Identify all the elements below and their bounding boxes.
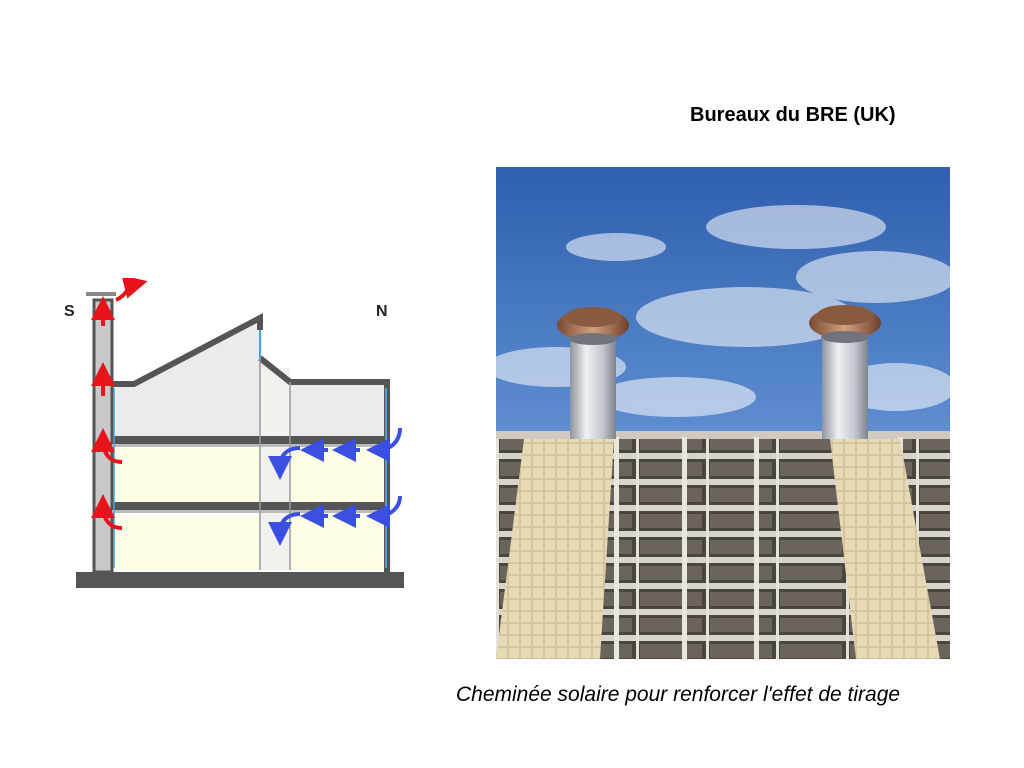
cool-air-arrow [268, 512, 301, 546]
atrium [260, 368, 290, 570]
warm-air-intake-arrow [91, 494, 123, 530]
roof-edge [496, 431, 950, 439]
ground-slab [76, 572, 404, 588]
cool-air-inlet-arrow [366, 427, 402, 462]
ventilation-section-diagram: S N [64, 278, 404, 588]
roof-space [114, 318, 390, 438]
glass-block-tower-right [830, 439, 940, 659]
cool-air-arrow [268, 446, 301, 480]
ground-floor-ceiling [112, 510, 390, 513]
solar-chimney [92, 298, 114, 574]
north-label: N [376, 303, 388, 320]
first-floor-rooms [114, 448, 390, 502]
solar-chimney-right [809, 305, 881, 439]
warm-air-intake-arrow [91, 428, 123, 464]
south-label: S [64, 303, 75, 320]
first-floor-ceiling [112, 444, 390, 447]
ground-floor-rooms [114, 516, 390, 570]
chimney-cap [86, 292, 116, 296]
first-floor-slab [112, 436, 390, 444]
solar-chimney-left [557, 307, 629, 439]
slide-title: Bureaux du BRE (UK) [690, 104, 896, 126]
glass-block-tower-left [496, 439, 614, 659]
warm-air-exhaust-arrow [115, 278, 148, 302]
ground-floor-slab [112, 502, 390, 510]
cool-air-inlet-arrow [366, 495, 402, 528]
roof-line [112, 313, 263, 387]
bre-building-photo [496, 167, 950, 659]
photo-caption: Cheminée solaire pour renforcer l'effet … [456, 683, 901, 706]
